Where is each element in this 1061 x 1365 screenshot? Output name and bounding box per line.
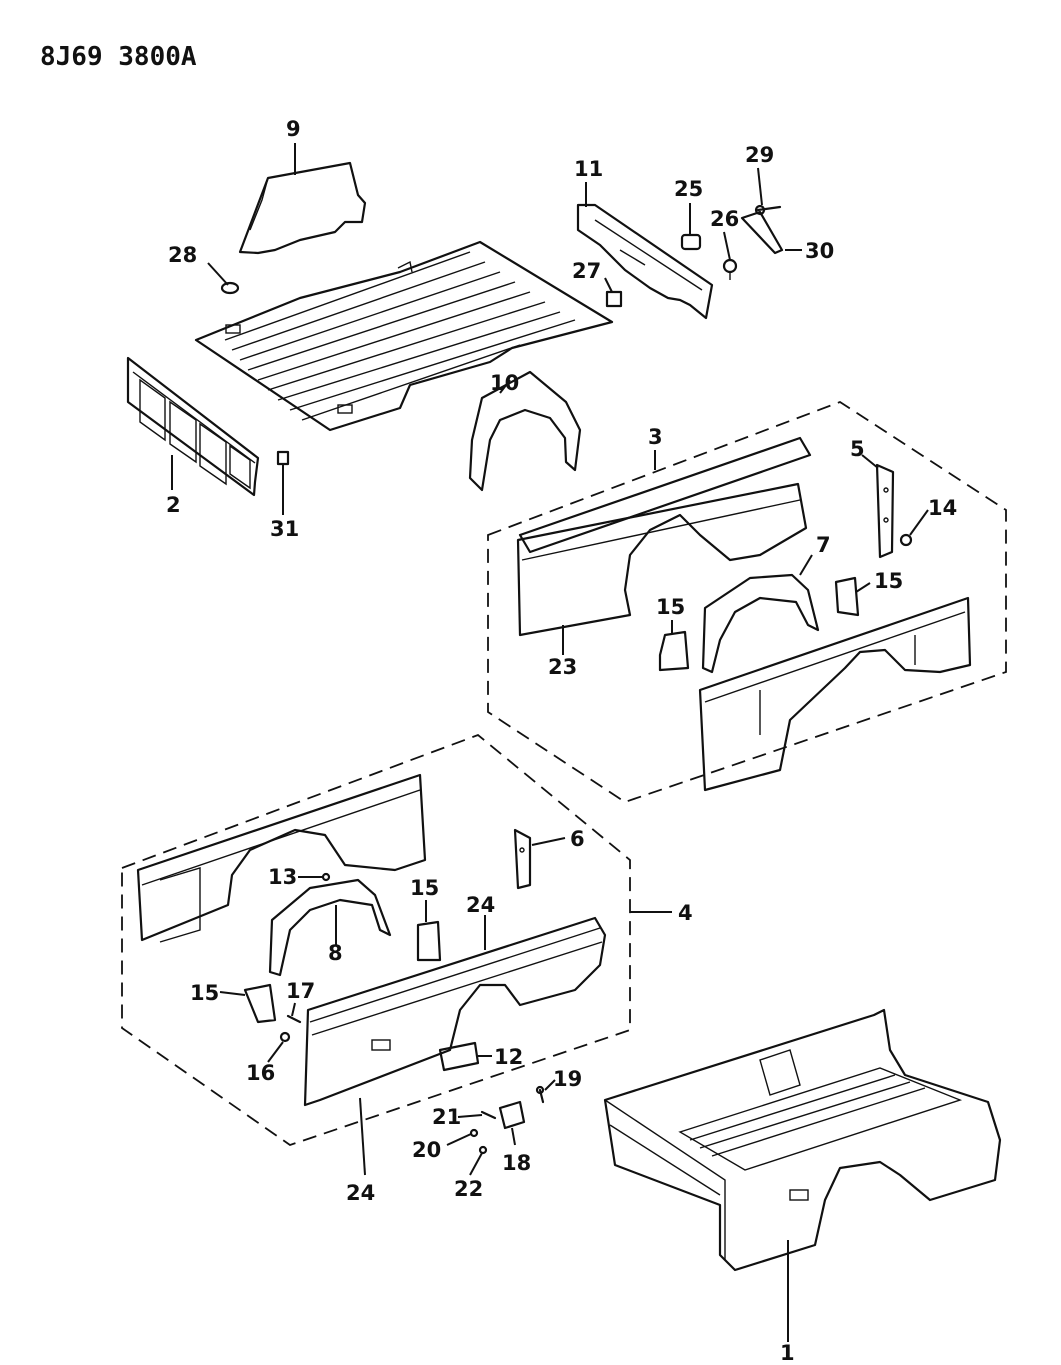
callout-20: 20	[412, 1138, 441, 1162]
callout-12: 12	[494, 1045, 523, 1069]
part-19-screw	[535, 1085, 545, 1104]
callout-14: 14	[928, 496, 957, 520]
part-5-stake-pocket	[875, 463, 895, 559]
part-9-cover	[238, 161, 367, 255]
part-23-side-panel	[516, 482, 808, 637]
callout-15-d: 15	[190, 981, 219, 1005]
callout-4: 4	[678, 901, 693, 925]
callout-27: 27	[572, 259, 601, 283]
part-17-screw	[286, 1014, 302, 1024]
part-inner-side-panel-upper	[698, 596, 972, 792]
callout-9: 9	[286, 117, 301, 141]
part-28-plug	[220, 281, 240, 295]
part-15-splash-shield-b	[658, 630, 690, 672]
part-22-bolt	[478, 1145, 488, 1155]
callout-28: 28	[168, 243, 197, 267]
part-7-wheelhouse	[701, 573, 820, 674]
callout-17: 17	[286, 979, 315, 1003]
part-20-washer	[469, 1128, 479, 1138]
callout-25: 25	[674, 177, 703, 201]
callout-26: 26	[710, 207, 739, 231]
callout-2: 2	[166, 493, 181, 517]
part-21-screw	[480, 1110, 497, 1120]
part-bed-floor	[194, 240, 614, 432]
callout-15-a: 15	[874, 569, 903, 593]
part-15-splash-shield-d	[243, 983, 277, 1024]
callout-6: 6	[570, 827, 585, 851]
part-26-bolt	[722, 258, 738, 280]
callout-10: 10	[490, 371, 519, 395]
part-11-crossmember	[576, 203, 714, 320]
part-inner-side-panel-lower	[136, 773, 427, 943]
part-13-rivet	[321, 872, 331, 882]
callout-1: 1	[780, 1341, 795, 1365]
part-15-splash-shield-c	[416, 920, 442, 962]
part-1-pickup-box	[603, 1008, 1002, 1272]
callout-13: 13	[268, 865, 297, 889]
part-16-nut	[279, 1031, 291, 1043]
callout-24-b: 24	[346, 1181, 375, 1205]
callout-labels: 9 28 11 25 26 27 29 30 10 2 31 3 5 14 7 …	[166, 117, 957, 1365]
part-12-handle	[438, 1041, 480, 1072]
part-2-front-panel	[126, 356, 260, 497]
callout-15-b: 15	[656, 595, 685, 619]
kit-box-upper	[487, 400, 1007, 803]
kit-box-lower	[121, 733, 631, 1146]
callout-30: 30	[805, 239, 834, 263]
callout-29: 29	[745, 143, 774, 167]
callout-22: 22	[454, 1177, 483, 1201]
part-30-bracket	[740, 210, 784, 255]
callout-7: 7	[816, 533, 831, 557]
part-25-bumper	[680, 233, 702, 251]
part-27-nut	[605, 290, 623, 308]
callout-15-c: 15	[410, 876, 439, 900]
document-number: 8J69 3800A	[40, 42, 197, 72]
callout-23: 23	[548, 655, 577, 679]
callout-19: 19	[553, 1067, 582, 1091]
part-3-rail-cap	[518, 436, 812, 554]
callout-21: 21	[432, 1105, 461, 1129]
callout-31: 31	[270, 517, 299, 541]
part-31-fastener	[276, 450, 290, 466]
callout-8: 8	[328, 941, 343, 965]
callout-3: 3	[648, 425, 663, 449]
part-18-cover	[498, 1100, 526, 1130]
part-14-nut	[899, 533, 913, 547]
callout-16: 16	[246, 1061, 275, 1085]
leader-lines	[171, 143, 929, 1342]
callout-5: 5	[850, 437, 865, 461]
part-24-tailgate	[303, 916, 607, 1107]
callout-18: 18	[502, 1151, 531, 1175]
part-10-wheelhouse	[468, 370, 582, 492]
part-8-wheelhouse	[268, 878, 392, 977]
part-15-splash-shield-a	[834, 576, 860, 617]
part-6-stake-pocket	[513, 828, 532, 890]
callout-11: 11	[574, 157, 603, 181]
callout-24-a: 24	[466, 893, 495, 917]
